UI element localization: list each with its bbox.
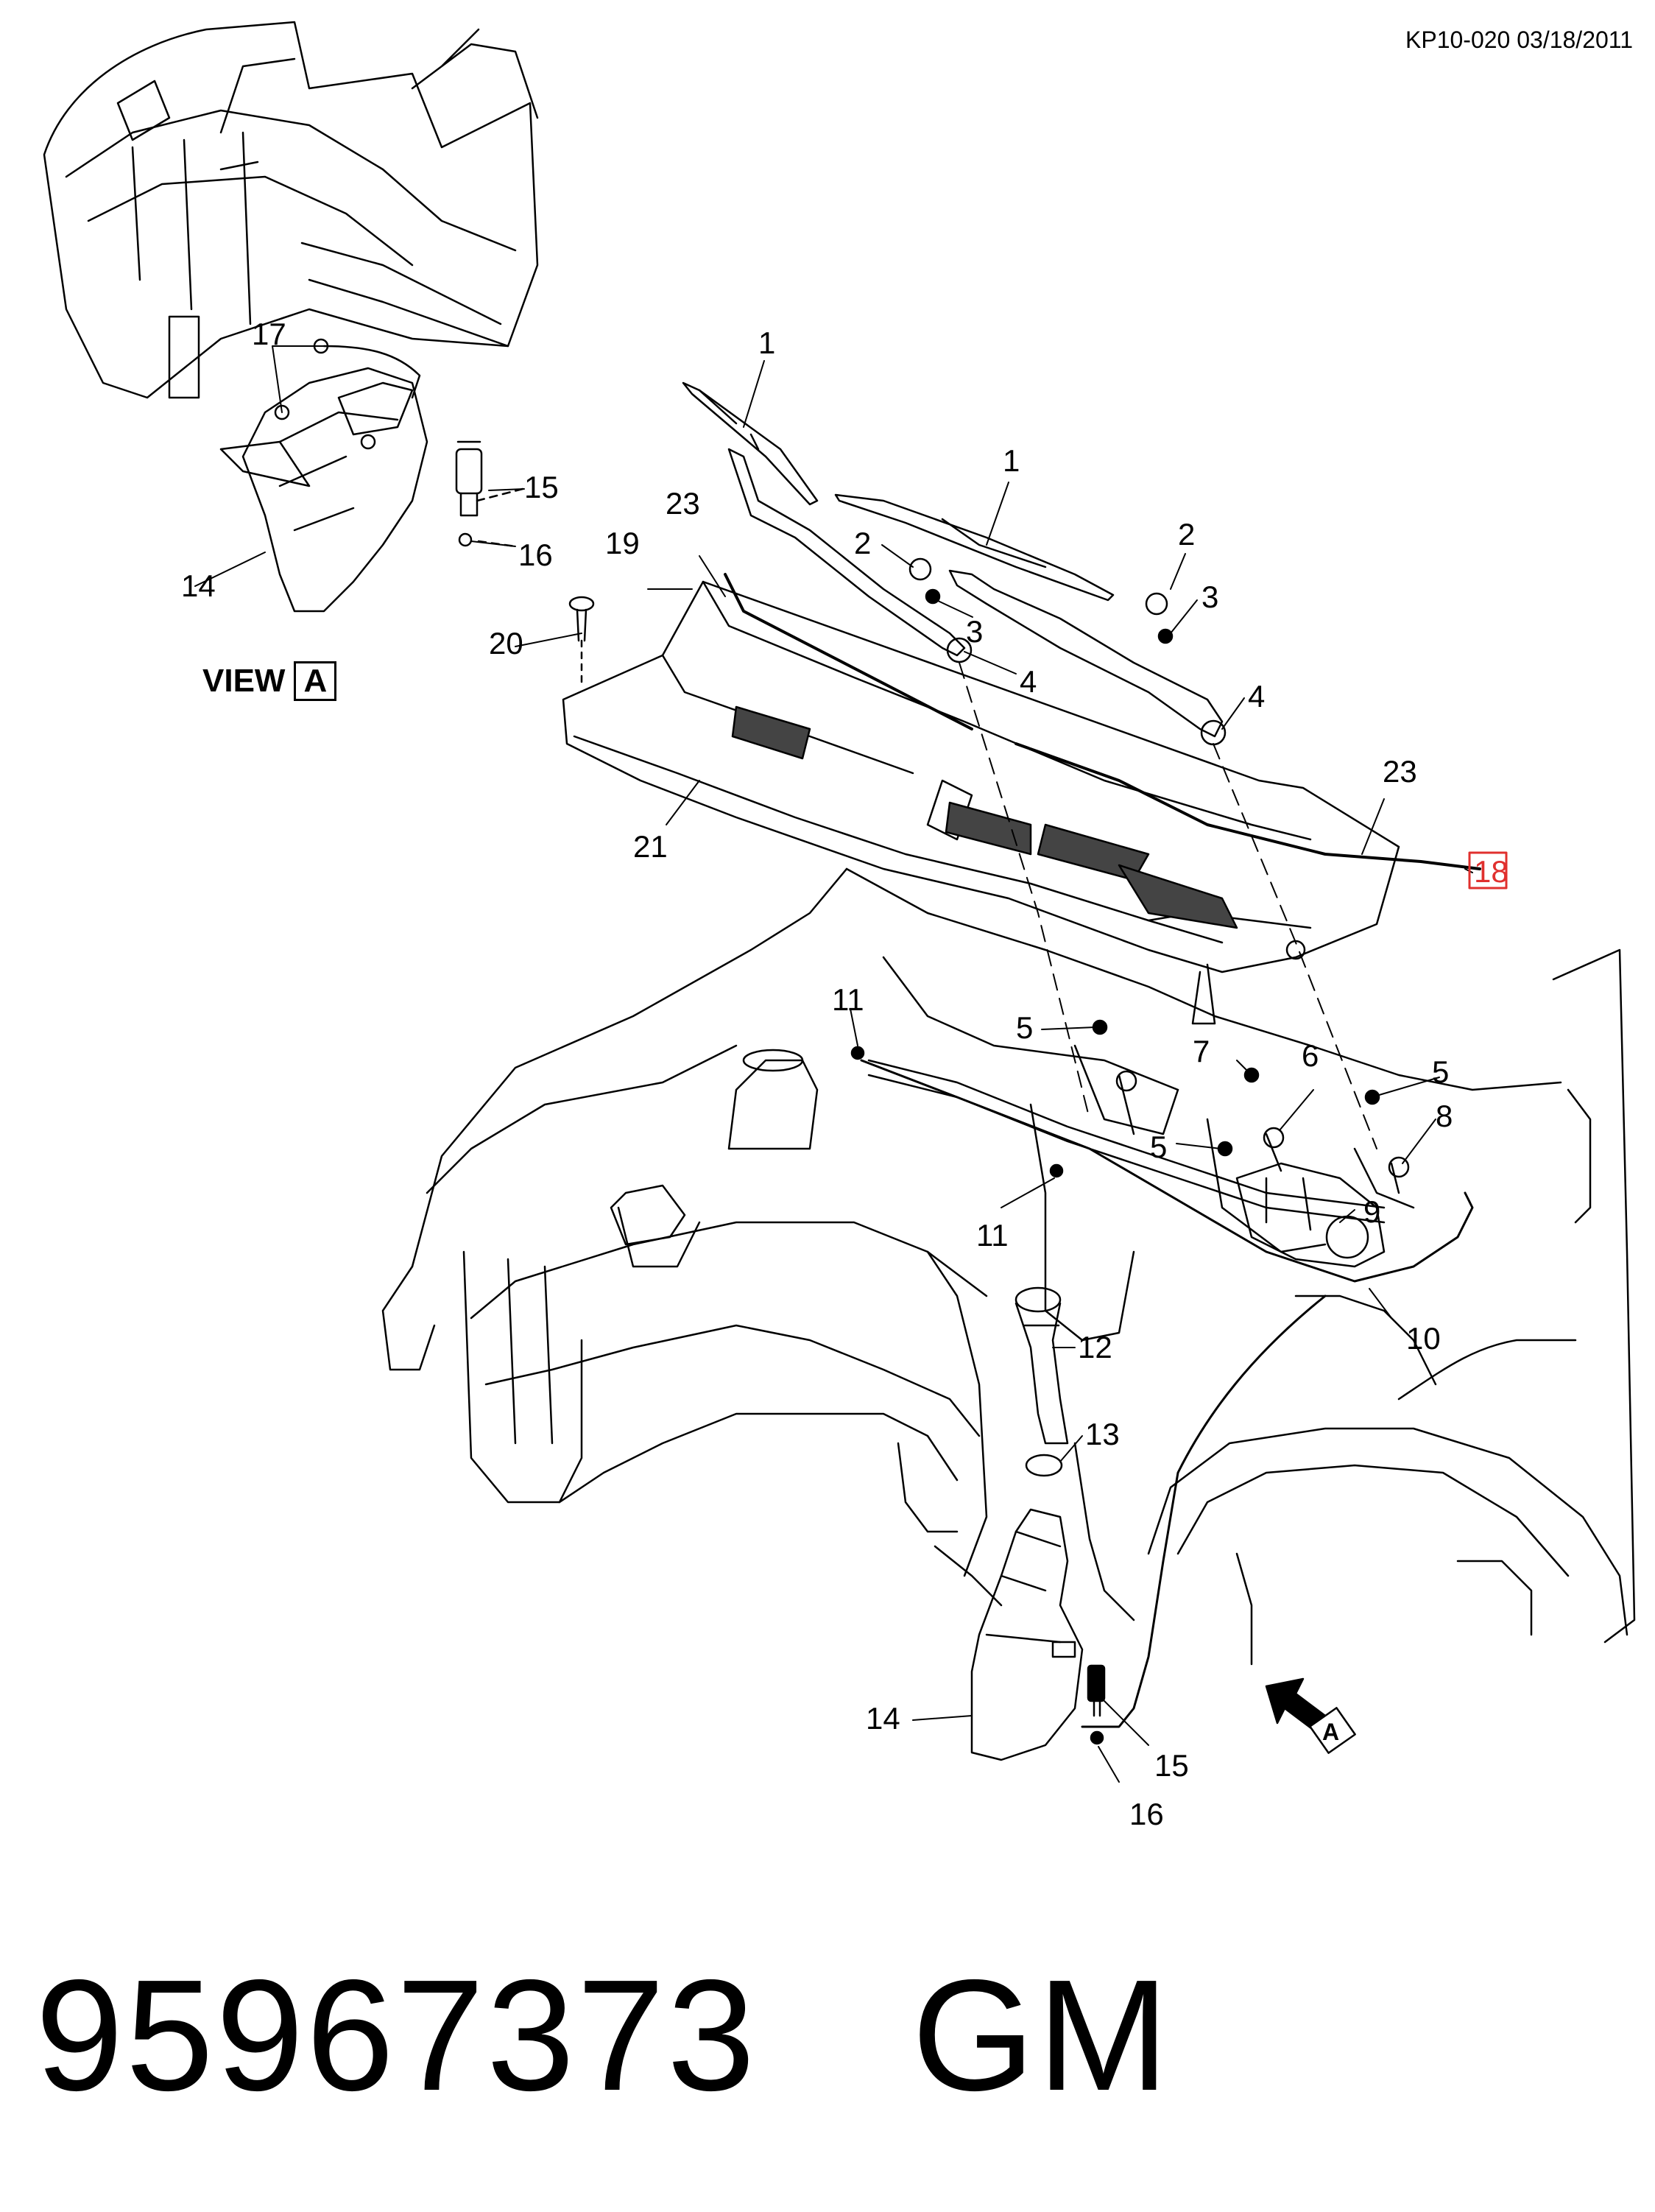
callout-5-c: 5 — [1150, 1130, 1167, 1164]
washer-pump — [1087, 1664, 1106, 1717]
cap-right — [1145, 592, 1168, 616]
callout-11-bottom: 11 — [976, 1218, 1009, 1253]
callout-18: 18 — [1474, 854, 1508, 889]
view-label-word: VIEW — [202, 663, 286, 699]
document-id: KP10-020 03/18/2011 — [1405, 27, 1633, 53]
callout-14-main: 14 — [866, 1701, 900, 1736]
view-a-inset — [43, 21, 539, 613]
view-a-arrow — [1265, 1677, 1356, 1754]
callout-17: 17 — [252, 317, 286, 351]
wiper-linkage — [867, 1059, 1415, 1224]
callout-21: 21 — [633, 829, 668, 864]
brand-name: GM — [911, 1946, 1171, 2124]
washer-reservoir — [970, 1508, 1084, 1761]
view-label-letter: A — [294, 661, 337, 701]
callout-16-inset: 16 — [518, 538, 553, 572]
callout-1-right: 1 — [1003, 443, 1020, 478]
callout-3-right: 3 — [1201, 580, 1218, 614]
bolt-5b — [1364, 1089, 1380, 1105]
callout-16-main: 16 — [1129, 1797, 1164, 1831]
cap-left — [908, 557, 932, 581]
callout-2-right: 2 — [1178, 517, 1195, 552]
cowl-grille — [562, 580, 1400, 1025]
highlight-box-18 — [1468, 851, 1508, 890]
leader-lines — [515, 360, 1473, 1783]
callout-12: 12 — [1078, 1330, 1112, 1364]
callout-10: 10 — [1406, 1321, 1441, 1356]
seal-strip-left — [724, 573, 973, 730]
wiper-blade-left — [682, 381, 819, 506]
callout-5-b: 5 — [1432, 1054, 1449, 1089]
callout-15-inset: 15 — [524, 470, 559, 504]
wiper-arm-left — [727, 448, 973, 663]
callout-2-left: 2 — [854, 526, 871, 560]
callout-15-main: 15 — [1154, 1748, 1189, 1783]
callout-9: 9 — [1363, 1194, 1380, 1229]
callout-20: 20 — [489, 626, 523, 661]
washer-hose — [860, 1059, 1474, 1283]
view-a-leaders — [194, 345, 525, 587]
callout-6: 6 — [1302, 1038, 1319, 1073]
callout-23-right: 23 — [1383, 754, 1417, 789]
callout-7: 7 — [1193, 1034, 1210, 1068]
clip-11b — [1049, 1163, 1064, 1178]
vehicle-body-structure — [381, 867, 1636, 1666]
callout-5-a: 5 — [1016, 1010, 1033, 1045]
washer-hose-lower — [1081, 1295, 1327, 1728]
grommet-16 — [1090, 1730, 1104, 1745]
callout-19: 19 — [605, 526, 640, 560]
callout-13: 13 — [1085, 1417, 1120, 1451]
clip-20 — [568, 596, 595, 686]
filler-neck — [1014, 1286, 1069, 1445]
part-number: 95967373 — [35, 1946, 758, 2124]
callout-14-inset: 14 — [181, 568, 216, 603]
callout-8: 8 — [1436, 1099, 1453, 1133]
callout-numbers: 1 1 2 2 3 3 4 4 5 5 5 6 7 8 9 10 11 11 1… — [181, 317, 1508, 1831]
callout-3-left: 3 — [966, 614, 983, 649]
callout-4-left: 4 — [1020, 664, 1037, 699]
wiper-motor — [1235, 1162, 1386, 1268]
view-a-marker-letter: A — [1322, 1719, 1339, 1745]
callout-4-right: 4 — [1248, 679, 1265, 714]
seal-13 — [1025, 1454, 1063, 1477]
alignment-lines — [959, 662, 1377, 1149]
seal-strip-right — [1014, 742, 1481, 870]
callout-23-left: 23 — [666, 486, 700, 521]
view-a-label: VIEW A — [202, 661, 337, 701]
callout-1-left: 1 — [758, 325, 775, 360]
callout-11-top: 11 — [832, 982, 864, 1017]
clip-11a — [850, 1046, 865, 1060]
part-number-footer: 95967373 GM — [35, 1944, 1171, 2127]
wiper-blade-right — [834, 493, 1115, 602]
nut-right — [1157, 628, 1174, 644]
